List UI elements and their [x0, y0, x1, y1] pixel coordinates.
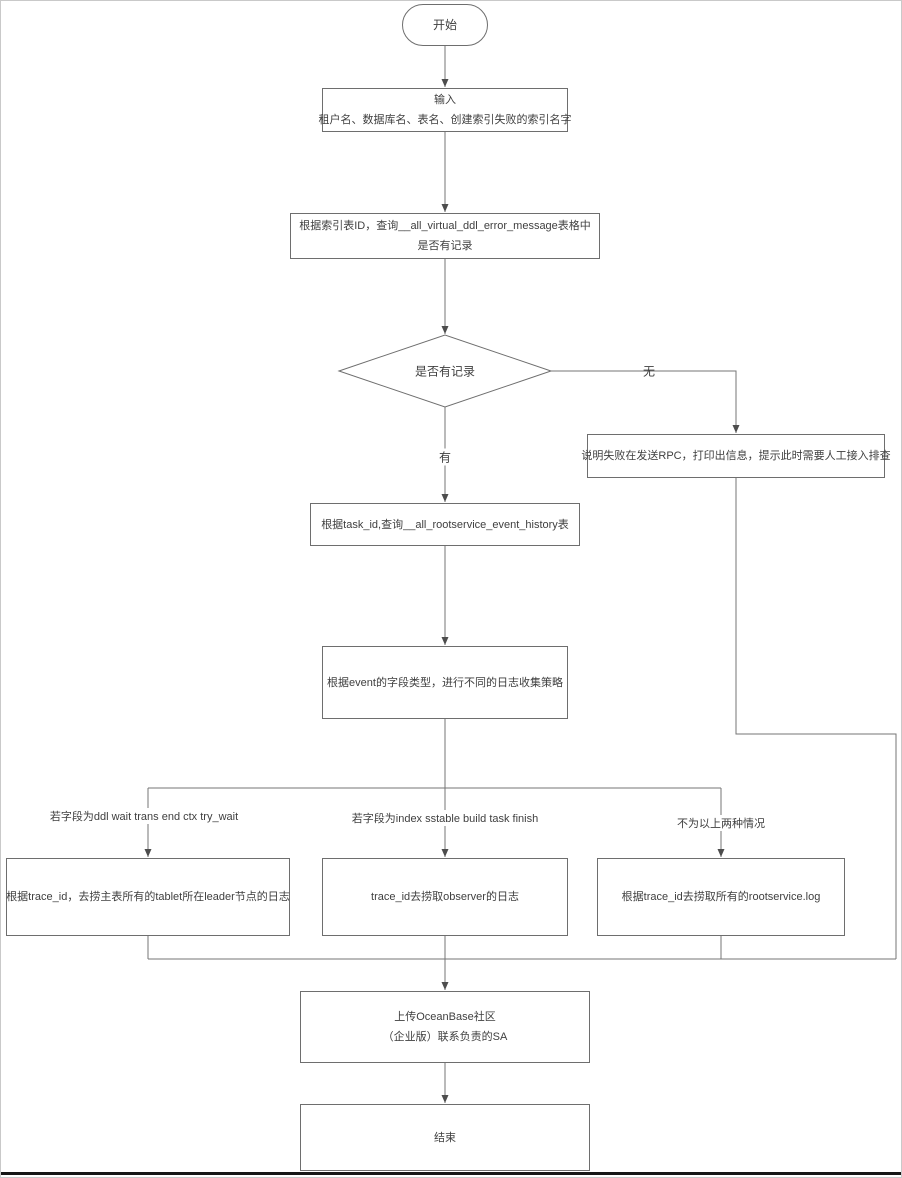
- bottom-border-line: [1, 1172, 901, 1175]
- event-strategy-node: 根据event的字段类型，进行不同的日志收集策略: [322, 646, 568, 719]
- input-line2: 租户名、数据库名、表名、创建索引失败的索引名字: [318, 114, 572, 126]
- query-event-history-node: 根据task_id,查询__all_rootservice_event_hist…: [310, 503, 580, 546]
- upload-line2: （企业版）联系负责的SA: [382, 1031, 508, 1043]
- upload-line1: 上传OceanBase社区: [394, 1011, 496, 1023]
- branch-right-label: 根据trace_id去捞取所有的rootservice.log: [621, 891, 821, 903]
- edge-rpc-merge: [735, 478, 897, 959]
- rpc-note-label: 说明失败在发送RPC，打印出信息，提示此时需要人工接入排查: [581, 450, 891, 462]
- upload-node: 上传OceanBase社区 （企业版）联系负责的SA: [300, 991, 590, 1063]
- event-strategy-label: 根据event的字段类型，进行不同的日志收集策略: [327, 676, 563, 689]
- decision-diamond-shape: [337, 334, 553, 408]
- branch-left-node: 根据trace_id，去捞主表所有的tablet所在leader节点的日志: [6, 858, 290, 936]
- edge-label-yes: 有: [435, 448, 455, 466]
- query-error-line1: 根据索引表ID，查询__all_virtual_ddl_error_messag…: [299, 220, 591, 232]
- edge-label-cond-left: 若字段为ddl wait trans end ctx try_wait: [46, 808, 242, 824]
- edge-decision-no: [551, 370, 740, 433]
- query-event-history-label: 根据task_id,查询__all_rootservice_event_hist…: [321, 518, 569, 531]
- start-label: 开始: [432, 18, 457, 32]
- query-error-line2: 是否有记录: [417, 240, 473, 252]
- edge-label-cond-right: 不为以上两种情况: [674, 815, 768, 831]
- branch-mid-node: trace_id去捞取observer的日志: [322, 858, 568, 936]
- end-label: 结束: [434, 1131, 456, 1144]
- start-node: 开始: [402, 4, 488, 46]
- branch-right-node: 根据trace_id去捞取所有的rootservice.log: [597, 858, 845, 936]
- input-node: 输入 租户名、数据库名、表名、创建索引失败的索引名字: [319, 88, 572, 132]
- query-error-message-node: 根据索引表ID，查询__all_virtual_ddl_error_messag…: [290, 213, 600, 259]
- edge-label-no: 无: [642, 364, 656, 379]
- end-node: 结束: [300, 1104, 590, 1171]
- decision-label: 是否有记录: [414, 364, 476, 379]
- branch-left-label: 根据trace_id，去捞主表所有的tablet所在leader节点的日志: [6, 891, 290, 903]
- edge-label-cond-mid: 若字段为index sstable build task finish: [348, 810, 542, 826]
- rpc-note-node: 说明失败在发送RPC，打印出信息，提示此时需要人工接入排查: [581, 434, 891, 478]
- input-line1: 输入: [434, 94, 456, 106]
- branch-mid-label: trace_id去捞取observer的日志: [371, 891, 519, 903]
